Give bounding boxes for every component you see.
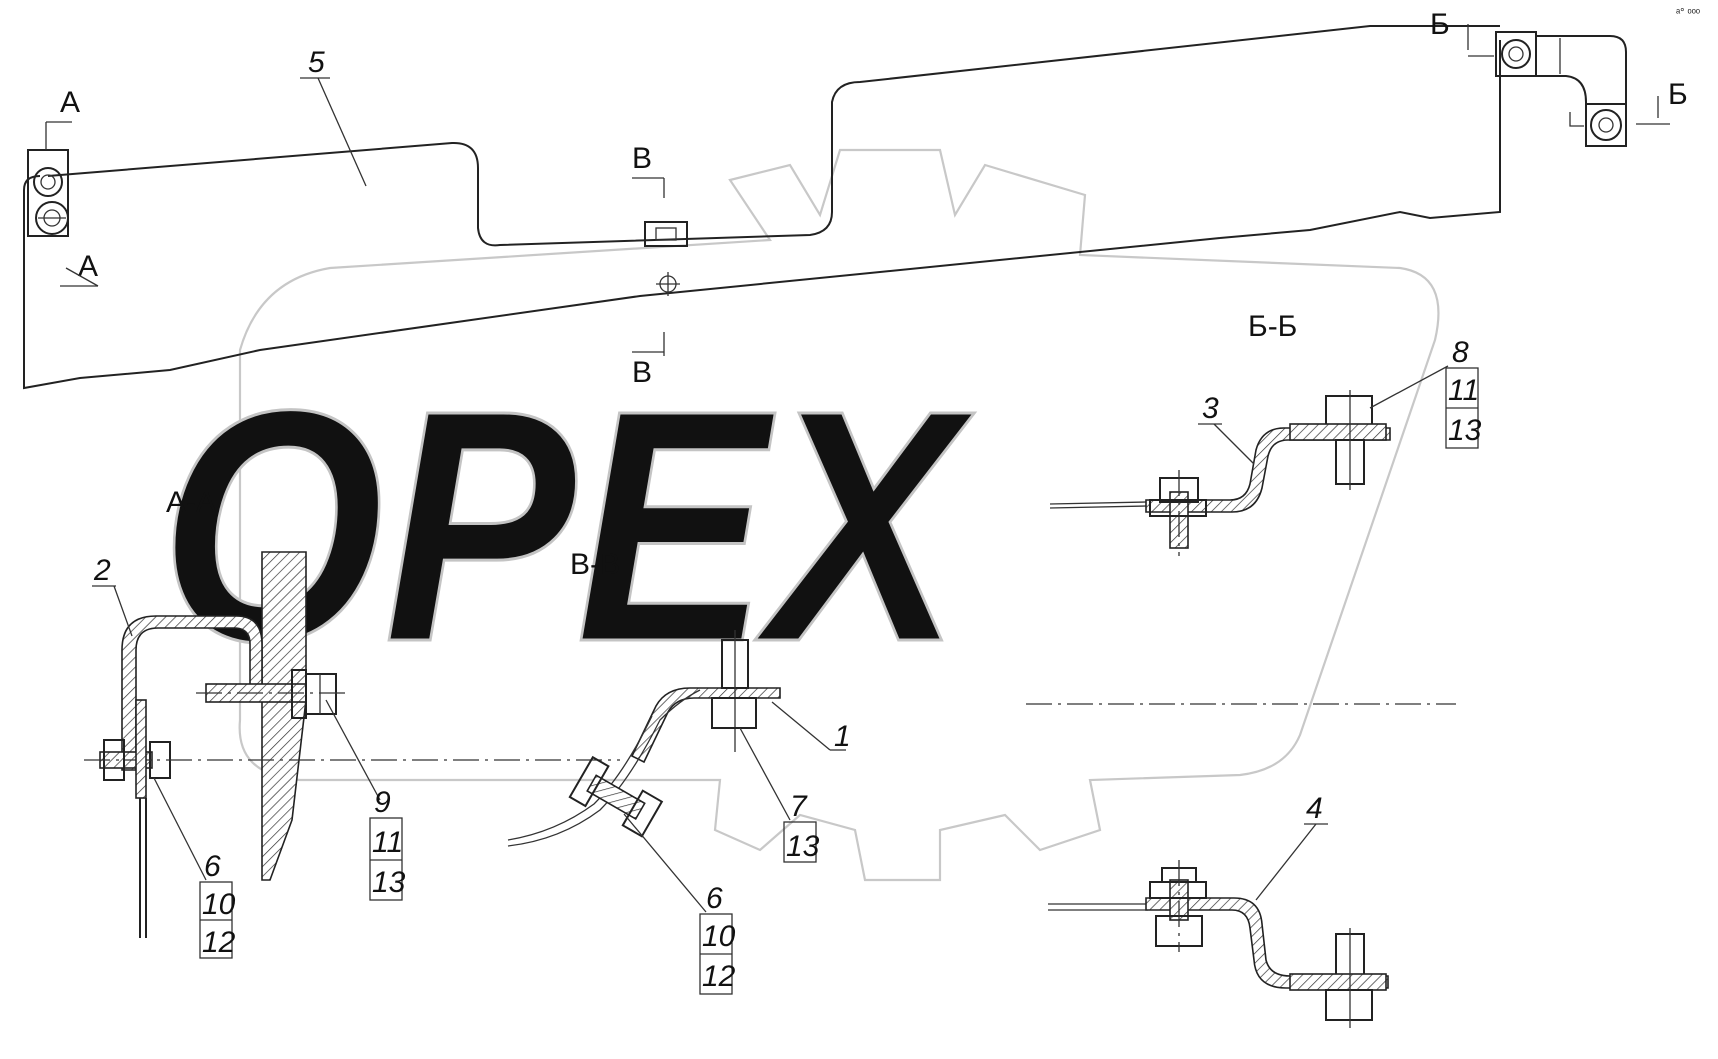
watermark-gear-outline	[238, 148, 1440, 882]
callout-group-aa-left: 6 10 12	[199, 850, 236, 959]
part-5-outline-right	[1219, 40, 1501, 239]
callout-vv-b-2: 12	[702, 960, 736, 993]
aa-plate	[135, 699, 147, 799]
mark-a-bottom-line	[65, 267, 99, 287]
p4-bolt-right-head	[1325, 989, 1373, 1021]
callout-bb-2: 13	[1448, 414, 1482, 447]
mark-a-top-label: A	[60, 86, 80, 119]
section-mark-b-right: Б	[1636, 78, 1688, 125]
section-mark-b-top: Б	[1430, 8, 1494, 57]
callout-group-aa-right: 9 11 13	[369, 786, 406, 901]
leader-1	[771, 701, 831, 751]
p4-bolt-left-nut-top	[1149, 881, 1207, 899]
vv-sheet	[507, 689, 701, 847]
callout-1: 1	[834, 720, 851, 753]
bolt-b-bottom-inner	[1598, 117, 1614, 133]
bolt-a-top-inner	[40, 174, 56, 190]
section-aa: A-A 2 6 10 12	[84, 486, 620, 959]
p4-bolt-right-nut	[1289, 973, 1387, 991]
vv-bolt-6	[568, 755, 664, 838]
vv-bolt-6-head	[568, 755, 610, 808]
leader-vv-6	[623, 813, 707, 913]
callout-5: 5	[308, 46, 325, 79]
callout-vv-b-1: 10	[702, 920, 736, 953]
bracket-v-inner	[655, 227, 677, 241]
bolt-a-top	[33, 167, 63, 197]
callout-bb-0: 8	[1452, 336, 1469, 369]
aa-washer-9	[291, 669, 307, 719]
callout-group-vv-a: 7 13	[783, 790, 820, 863]
callout-group-bb: 8 11 13	[1445, 336, 1482, 449]
leader-2	[113, 585, 133, 637]
bracket-v	[644, 221, 688, 247]
leader-vv-7	[739, 727, 791, 821]
callout-aa-left-2: 12	[202, 926, 236, 959]
bb-bolt-right-nut	[1289, 423, 1387, 441]
bracket-b-corner	[1569, 112, 1584, 127]
vv-nut-6	[621, 789, 664, 838]
section-mark-a-top: A	[45, 86, 80, 150]
callout-4: 4	[1306, 792, 1323, 825]
leader-4	[1255, 823, 1317, 901]
bracket-a-plate	[27, 149, 69, 237]
callout-aa-right-2: 13	[372, 866, 406, 899]
leader-5	[317, 77, 367, 187]
callout-3: 3	[1202, 392, 1219, 425]
callout-vv-a-1: 13	[786, 830, 820, 863]
plan-view: 5	[23, 25, 1627, 390]
aa-wall	[261, 551, 307, 881]
mark-b-top-label: Б	[1430, 8, 1450, 41]
leader-3	[1213, 423, 1255, 465]
callout-aa-right-0: 9	[374, 786, 391, 819]
vv-nut-7	[711, 697, 757, 729]
bracket-b-lower	[1585, 103, 1627, 147]
bracket-b-bend	[1536, 35, 1627, 147]
section-bb: Б-Б 3 8 11 13	[1026, 310, 1482, 705]
callout-group-vv-b: 6 10 12	[699, 882, 736, 995]
section-mark-v-bottom: B	[632, 332, 665, 389]
bb-sheet	[1049, 501, 1147, 505]
callout-bb-1: 11	[1448, 374, 1479, 407]
section-aa-title: A-A	[166, 486, 216, 519]
leader-bb-8	[1369, 365, 1449, 409]
leader-aa-6	[153, 777, 207, 881]
bolt-b-bottom	[1590, 109, 1622, 141]
callout-vv-a-box	[783, 821, 817, 863]
mark-b-right-label: Б	[1668, 78, 1688, 111]
bb-bolt-left-nut	[1149, 499, 1207, 517]
section-mark-v-top: B	[632, 142, 665, 198]
leader-aa-9	[325, 699, 381, 801]
callout-2: 2	[93, 554, 111, 587]
callout-vv-b-0: 6	[706, 882, 723, 915]
callout-aa-right-1: 11	[372, 826, 403, 859]
bracket-b-top	[1495, 31, 1537, 77]
corner-mark: ᵃ° ᵒᵒᵒ	[1676, 7, 1700, 19]
bolt-b-top-inner	[1508, 46, 1524, 62]
bolt-a-bottom	[35, 201, 69, 235]
watermark-text: OPEX	[160, 341, 975, 710]
callout-aa-left-1: 10	[202, 888, 236, 921]
mark-v-bottom-label: B	[632, 356, 652, 389]
section-vv-title: B-B	[570, 548, 620, 581]
section-vv: B-B 1 7 13 6 10	[507, 548, 851, 995]
vv-sheet-2	[507, 715, 653, 841]
bb-sheet-2	[1049, 505, 1147, 509]
bolt-b-top	[1501, 39, 1531, 69]
bb-bolt-right-head	[1325, 395, 1373, 427]
section-mark-a-bottom: A	[60, 250, 99, 287]
mark-a-bottom-label: A	[78, 250, 98, 283]
callout-aa-right-box	[369, 817, 403, 901]
mark-v-top-label: B	[632, 142, 652, 175]
callout-aa-left-0: 6	[204, 850, 221, 883]
part-5-outline	[47, 25, 1500, 247]
vv-bolt-6-shank	[586, 774, 646, 821]
callout-vv-a-0: 7	[790, 790, 808, 823]
part-4-view: 4	[1048, 792, 1389, 1028]
section-bb-title: Б-Б	[1248, 310, 1297, 343]
watermark-logo: OPEX	[159, 148, 1440, 882]
